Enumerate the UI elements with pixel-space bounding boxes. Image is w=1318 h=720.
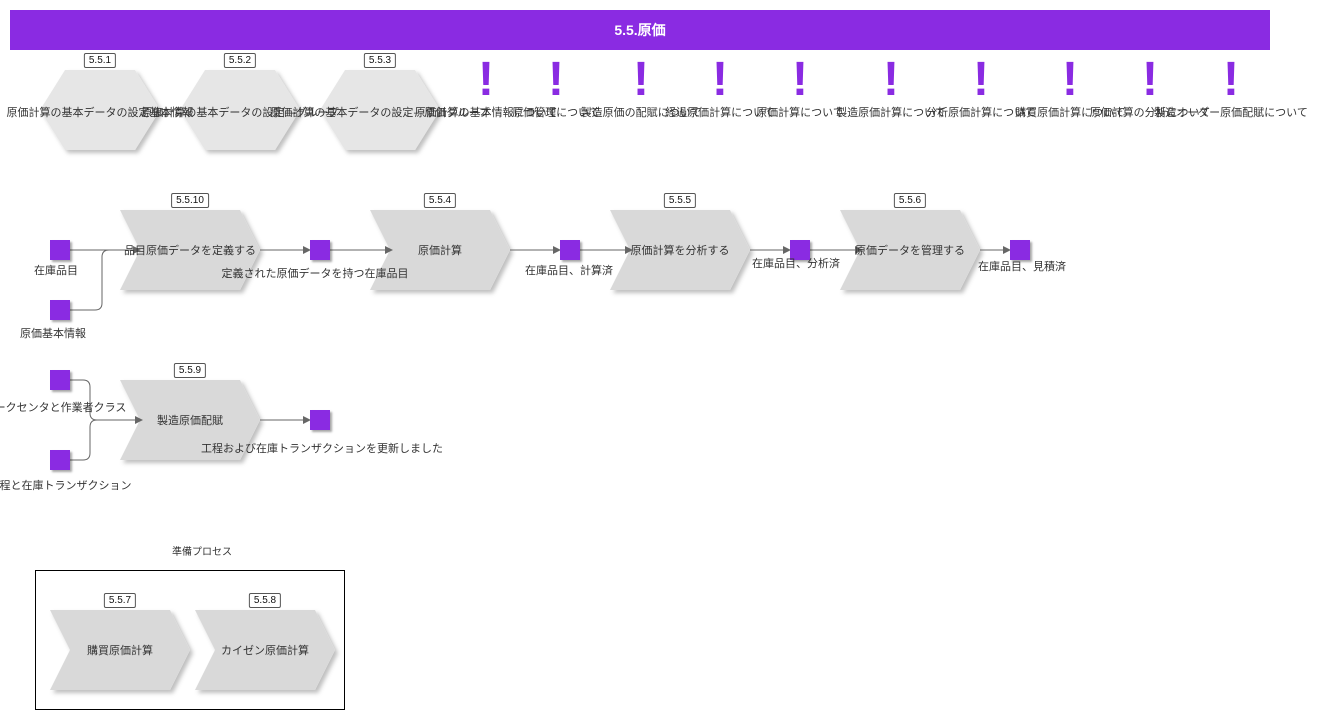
note-exclamation-icon[interactable]: ! — [633, 53, 649, 106]
note-exclamation-icon[interactable]: ! — [792, 53, 808, 106]
hexagon-label: 原価計算の基本データの設定—グループ — [141, 106, 339, 119]
process-step-shape[interactable] — [610, 210, 750, 290]
step-number-badge: 5.5.2 — [223, 53, 257, 68]
data-object-label: 工程と在庫トランザクション — [0, 479, 132, 492]
hexagon-shape[interactable] — [180, 70, 300, 150]
note-label: 製造原価計算について — [836, 106, 946, 119]
note-label: 原価計算の分析について — [1089, 106, 1211, 119]
process-step-label: 原価計算を分析する — [630, 244, 730, 257]
process-step-shape[interactable] — [195, 610, 335, 690]
note-label: 製造原価の配賦について — [580, 106, 702, 119]
data-object[interactable] — [50, 450, 70, 470]
data-object-label: 在庫品目、見積済 — [978, 260, 1066, 273]
connector-line — [70, 249, 140, 311]
note-label: 原価計算の基本情報について — [414, 106, 558, 119]
note-exclamation-icon[interactable]: ! — [1142, 53, 1158, 106]
data-object[interactable] — [50, 370, 70, 390]
note-label: 原価管理について — [512, 106, 600, 119]
data-object[interactable] — [50, 300, 70, 320]
process-step-label: 原価データを管理する — [855, 244, 965, 257]
note-exclamation-icon[interactable]: ! — [478, 53, 494, 106]
subprocess-title: 準備プロセス — [172, 547, 232, 558]
connector-line — [70, 379, 143, 424]
process-step-shape[interactable] — [120, 210, 260, 290]
step-number-badge: 5.5.4 — [423, 193, 457, 208]
data-object[interactable] — [310, 240, 330, 260]
process-step-shape[interactable] — [370, 210, 510, 290]
process-step-shape[interactable] — [840, 210, 980, 290]
step-number-badge: 5.5.9 — [173, 363, 207, 378]
note-exclamation-icon[interactable]: ! — [973, 53, 989, 106]
hexagon-label: 原価計算の基本データの設定—原価グループ — [270, 106, 490, 119]
data-object[interactable] — [790, 240, 810, 260]
step-number-badge: 5.5.8 — [248, 593, 282, 608]
data-object[interactable] — [50, 240, 70, 260]
data-object-label: 在庫品目 — [34, 264, 78, 277]
note-label: 分析原価計算について — [926, 106, 1036, 119]
step-number-badge: 5.5.3 — [363, 53, 397, 68]
hexagon-shape[interactable] — [320, 70, 440, 150]
data-object[interactable] — [310, 410, 330, 430]
data-object-label: 在庫品目、計算済 — [525, 264, 613, 277]
step-number-badge: 5.5.6 — [893, 193, 927, 208]
note-exclamation-icon[interactable]: ! — [883, 53, 899, 106]
hexagon-shape[interactable] — [40, 70, 160, 150]
connector-line — [70, 419, 98, 461]
note-exclamation-icon[interactable]: ! — [1062, 53, 1078, 106]
step-number-badge: 5.5.10 — [171, 193, 209, 208]
hexagon-label: 原価計算の基本データの設定基本情報 — [6, 106, 194, 119]
note-exclamation-icon[interactable]: ! — [548, 53, 564, 106]
note-label: 購買原価計算について — [1015, 106, 1125, 119]
data-object[interactable] — [1010, 240, 1030, 260]
process-step-label: 製造原価配賦 — [157, 414, 223, 427]
subprocess-container — [35, 570, 345, 710]
step-number-badge: 5.5.7 — [103, 593, 137, 608]
process-step-shape[interactable] — [50, 610, 190, 690]
data-object-label: 工程および在庫トランザクションを更新しました — [201, 442, 443, 455]
note-exclamation-icon[interactable]: ! — [712, 53, 728, 106]
title-bar: 5.5.原価 — [10, 10, 1270, 50]
data-object-label: 在庫品目、分析済 — [752, 257, 840, 270]
process-step-label: 購買原価計算 — [87, 644, 153, 657]
page-title: 5.5.原価 — [614, 22, 666, 38]
process-step-label: 品目原価データを定義する — [124, 244, 256, 257]
data-object-label: ワークセンタと作業者クラス — [0, 401, 127, 414]
step-number-badge: 5.5.5 — [663, 193, 697, 208]
note-exclamation-icon[interactable]: ! — [1223, 53, 1239, 106]
process-step-label: カイゼン原価計算 — [221, 644, 309, 657]
process-step-label: 原価計算 — [418, 244, 462, 257]
note-label: 原価計算について — [756, 106, 844, 119]
note-label: 製造オーダー原価配賦について — [1154, 106, 1308, 119]
process-step-shape[interactable] — [120, 380, 260, 460]
data-object-label: 原価基本情報 — [20, 327, 86, 340]
data-object[interactable] — [560, 240, 580, 260]
step-number-badge: 5.5.1 — [83, 53, 117, 68]
note-label: 経過原価計算について — [665, 106, 775, 119]
data-object-label: 定義された原価データを持つ在庫品目 — [221, 267, 409, 280]
